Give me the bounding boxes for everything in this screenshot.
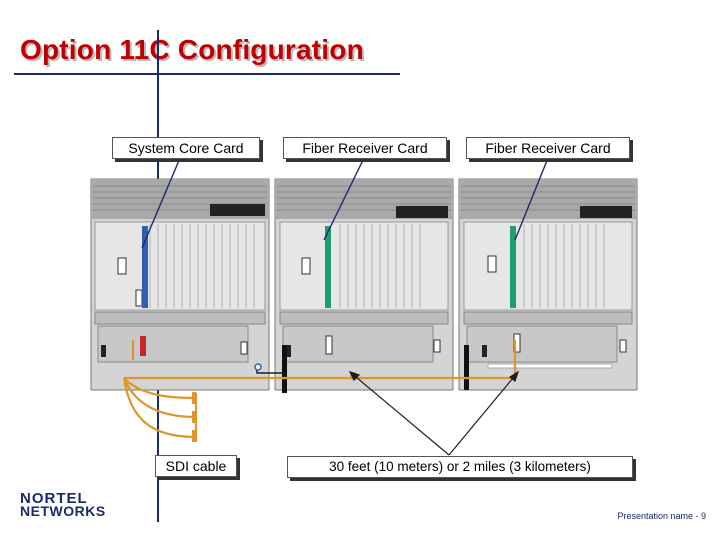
fiber-receiver-card-label-1: Fiber Receiver Card xyxy=(283,137,447,159)
system-core-card-label: System Core Card xyxy=(112,137,260,159)
footer-page-label: Presentation name - 9 xyxy=(617,511,706,521)
slide-title: Option 11C Configuration xyxy=(20,34,364,65)
logo-line-1: NORTEL xyxy=(20,490,88,507)
sdi-port xyxy=(140,336,146,356)
distance-note-label: 30 feet (10 meters) or 2 miles (3 kilome… xyxy=(287,456,633,478)
distance-arrows xyxy=(348,370,520,456)
logo-line-2: NETWORKS xyxy=(20,503,106,519)
cabinet-3 xyxy=(458,178,638,391)
brand-plate xyxy=(210,204,265,216)
nortel-networks-logo: NORTEL NETWORKS xyxy=(20,490,106,519)
fiber-receiver-card-slot-2 xyxy=(510,226,516,308)
cabinet-1 xyxy=(90,178,270,391)
cabinet-2 xyxy=(274,178,454,391)
title-underline xyxy=(14,73,400,75)
sdi-cable-label: SDI cable xyxy=(155,455,237,477)
system-core-card-slot xyxy=(142,226,148,308)
fiber-receiver-card-slot-1 xyxy=(325,226,331,308)
callout-pointers xyxy=(141,157,549,249)
fiber-receiver-card-label-2: Fiber Receiver Card xyxy=(466,137,630,159)
